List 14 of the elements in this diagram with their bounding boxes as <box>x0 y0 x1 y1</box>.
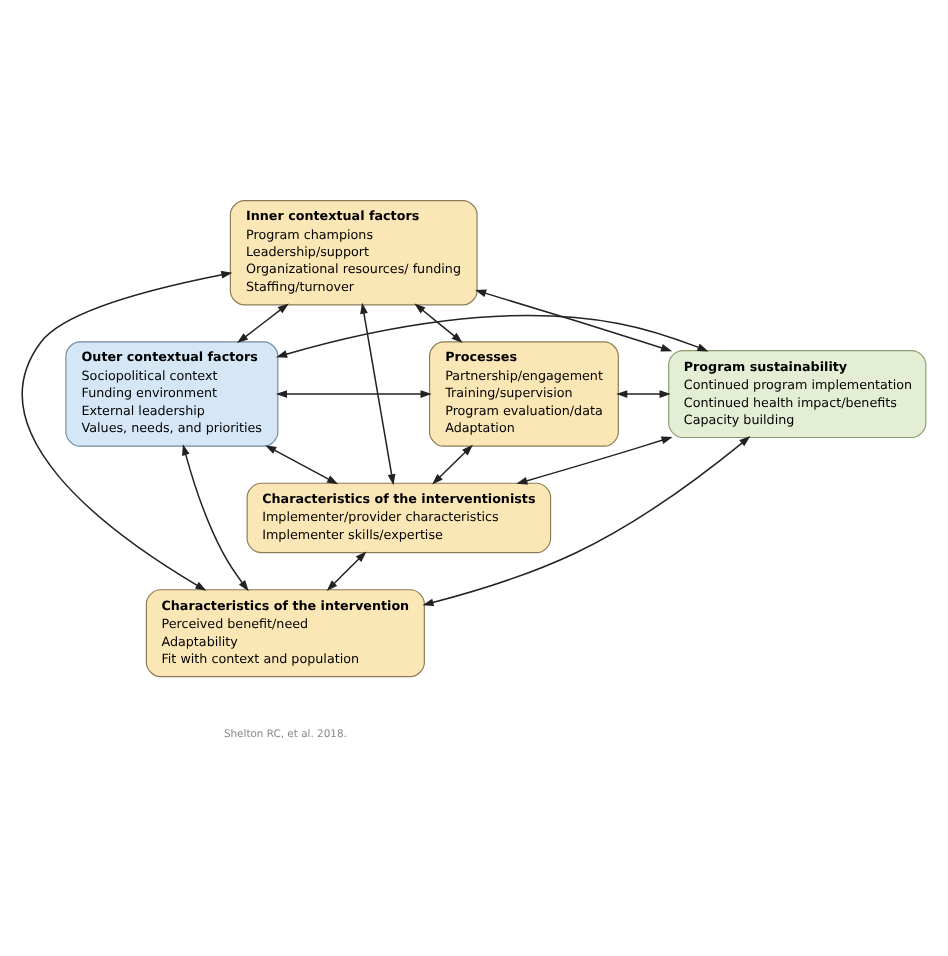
arrow <box>422 436 751 607</box>
arrow <box>414 303 463 343</box>
arrow <box>265 445 339 485</box>
arrow <box>182 444 249 592</box>
arrow <box>276 314 709 358</box>
arrow <box>516 436 673 485</box>
arrow <box>616 390 671 398</box>
arrow <box>326 551 367 591</box>
arrow <box>275 390 432 398</box>
arrow <box>475 289 673 352</box>
arrow <box>432 444 473 485</box>
arrow <box>237 303 289 344</box>
arrow <box>21 270 233 591</box>
arrow <box>360 302 396 486</box>
